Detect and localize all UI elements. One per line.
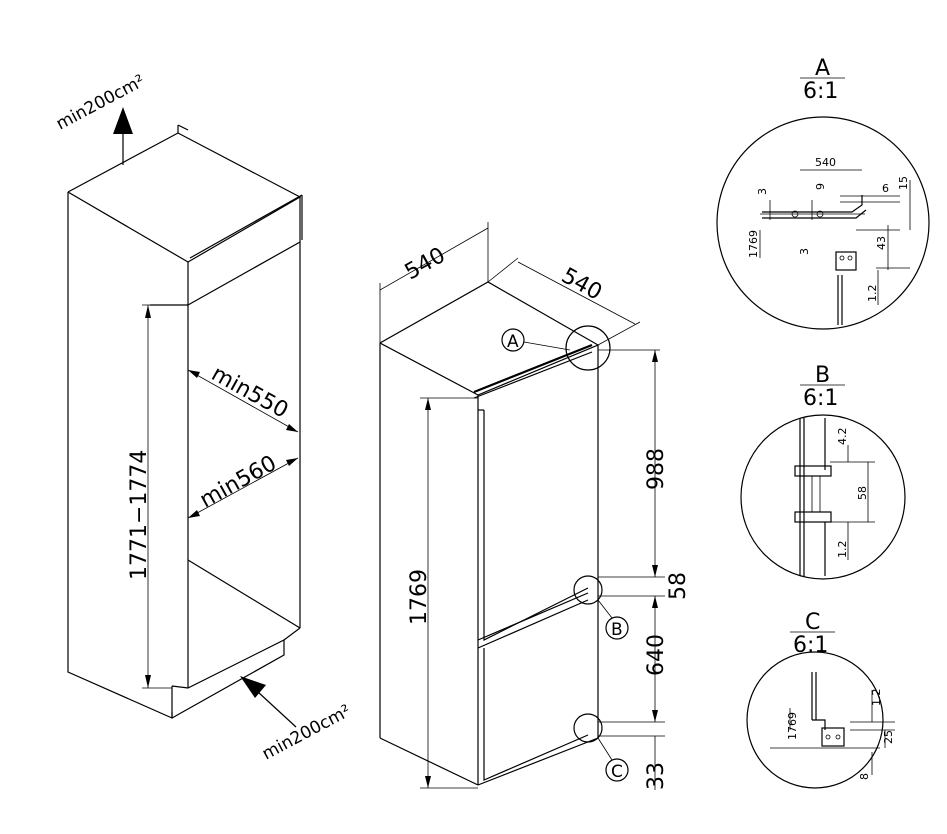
lower-door-label: 640 [644,634,669,676]
fridge-depth-label: 540 [557,263,606,305]
detail-c-12: 1.2 [870,689,883,707]
upper-door-label: 988 [644,448,669,490]
detail-c-1769: 1769 [786,712,799,740]
detail-c-label: C [805,610,820,635]
fridge-width-label: 540 [401,243,450,285]
detail-b-scale: 6:1 [803,386,838,411]
fridge-drawing [379,222,665,790]
vent-top-label: min200cm² [53,71,148,134]
callout-c: C [611,762,623,782]
detail-a-scale: 6:1 [803,79,838,104]
detail-a-43: 43 [875,236,888,250]
detail-a-6: 6 [882,182,889,195]
detail-a-12: 1.2 [866,285,879,303]
detail-b-58: 58 [856,486,869,500]
vent-bottom-label: min200cm² [259,701,354,764]
detail-a-15: 15 [897,176,910,190]
detail-a-540: 540 [815,156,836,169]
detail-c [746,631,895,789]
detail-a [716,77,930,330]
bottom-offset-label: 33 [644,762,669,790]
cabinet-depth-label: min550 [207,361,292,423]
detail-b [740,384,906,580]
detail-c-scale: 6:1 [793,633,828,658]
detail-c-8: 8 [858,773,871,780]
detail-a-label: A [815,56,830,81]
fridge-height-label: 1769 [407,569,432,625]
gap-label: 58 [666,572,691,600]
detail-a-9: 9 [814,183,827,190]
detail-a-1769: 1769 [747,230,760,258]
detail-b-label: B [815,363,830,388]
detail-a-3a: 3 [756,188,769,195]
detail-b-12: 1.2 [836,541,849,559]
cabinet-drawing [67,107,303,728]
detail-a-3b: 3 [798,248,811,255]
cabinet-height-label: 1771−1774 [127,450,152,580]
detail-c-25: 25 [882,730,895,744]
detail-b-42: 4.2 [836,428,849,446]
callout-b: B [611,620,623,640]
callout-a: A [507,332,519,352]
cabinet-width-label: min560 [196,451,281,513]
